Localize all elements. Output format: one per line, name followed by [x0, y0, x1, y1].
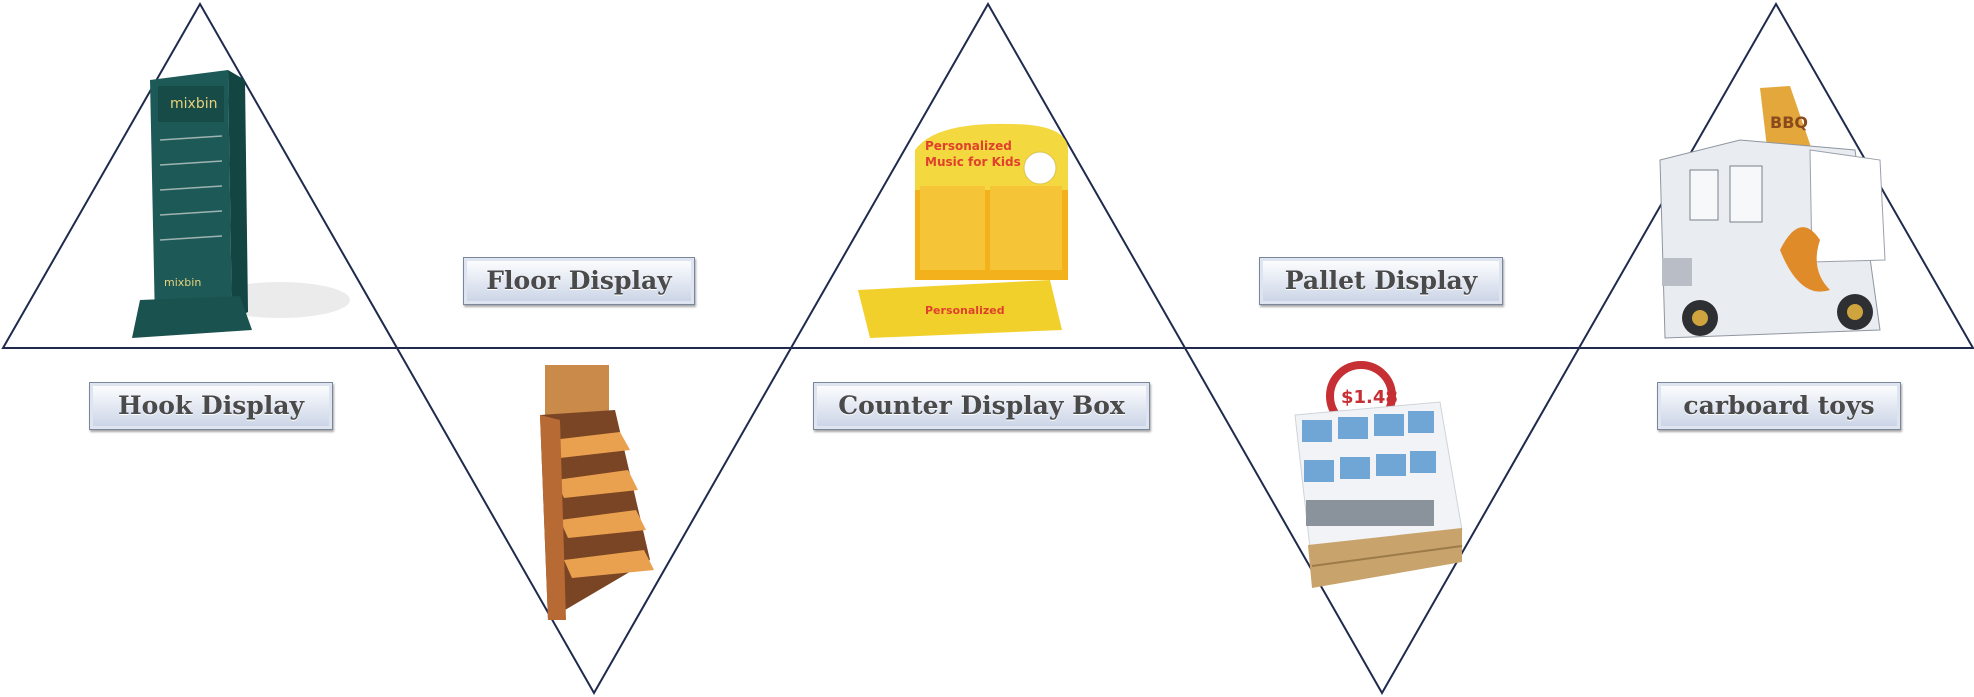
floor-display-image: [540, 365, 654, 620]
hook-display-image: mixbin mixbin: [132, 70, 350, 338]
hook-display-label: Hook Display: [89, 382, 333, 430]
counter-display-box-image: Personalized Music for Kids Personalized: [858, 123, 1068, 338]
svg-text:BBQ: BBQ: [1770, 113, 1808, 132]
floor-display-label: Floor Display: [463, 257, 695, 305]
svg-text:mixbin: mixbin: [170, 96, 217, 112]
triangle-down-1: [395, 347, 793, 696]
svg-text:Personalized: Personalized: [925, 139, 1012, 153]
svg-text:mixbin: mixbin: [164, 276, 201, 289]
triangle-down-2: [1183, 347, 1581, 696]
triangle-up-1: [1, 1, 399, 349]
pallet-display-image: $1.48: [1294, 361, 1463, 588]
cardboard-toys-label: carboard toys: [1657, 382, 1901, 430]
triangle-up-2: [789, 1, 1187, 349]
svg-text:Music for Kids: Music for Kids: [925, 155, 1021, 169]
svg-text:$1.48: $1.48: [1341, 387, 1398, 408]
pallet-display-label: Pallet Display: [1259, 257, 1503, 305]
cardboard-toy-image: BBQ: [1659, 86, 1886, 339]
svg-text:Personalized: Personalized: [925, 304, 1005, 317]
counter-display-box-label: Counter Display Box: [813, 382, 1150, 430]
